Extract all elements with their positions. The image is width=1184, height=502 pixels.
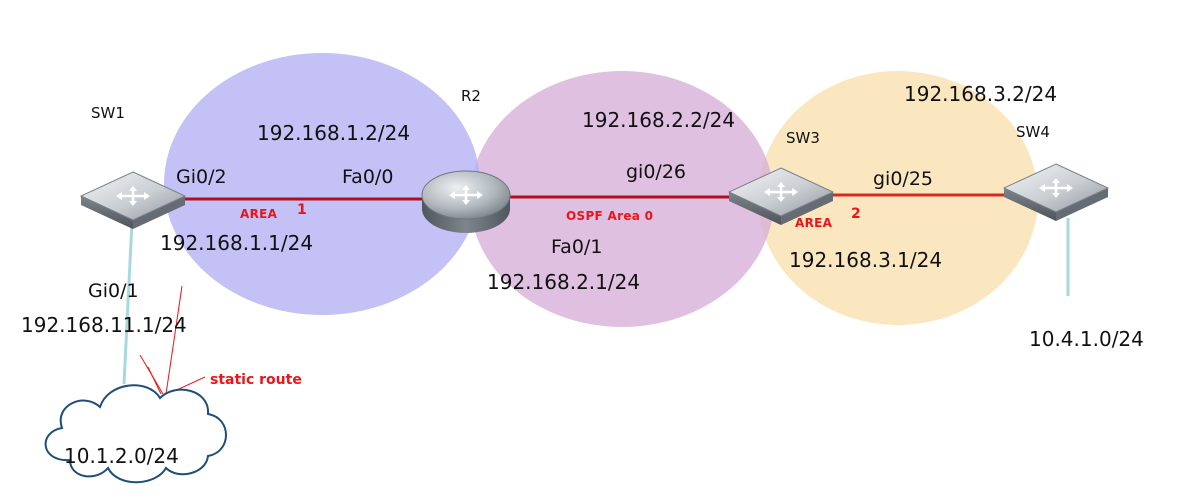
area1-label: AREA bbox=[240, 207, 278, 221]
area2-number: 2 bbox=[851, 206, 861, 222]
static-route-line bbox=[165, 285, 183, 395]
ip-label-sw3-gi0-25: 192.168.3.1/24 bbox=[789, 248, 943, 272]
switch-icon[interactable] bbox=[1002, 163, 1110, 221]
sw1-access-line bbox=[122, 221, 134, 385]
ip-label-r2-fa0-1: 192.168.2.1/24 bbox=[487, 270, 641, 294]
ip-label-sw1-gi0-1: 192.168.11.1/24 bbox=[21, 313, 187, 337]
device-label-sw4: SW4 bbox=[1016, 123, 1050, 141]
static-route-line bbox=[147, 366, 162, 395]
area2-label: AREA bbox=[795, 216, 833, 230]
network-label-sw4: 10.4.1.0/24 bbox=[1029, 327, 1144, 351]
ip-label-sw4: 192.168.3.2/24 bbox=[904, 82, 1058, 106]
area0-label: OSPF Area 0 bbox=[566, 209, 654, 223]
port-label-sw1-gi0-1: Gi0/1 bbox=[88, 280, 139, 302]
port-label-sw1-gi0-2: Gi0/2 bbox=[176, 166, 227, 188]
cloud-icon bbox=[44, 384, 227, 484]
area1-region bbox=[164, 53, 480, 315]
network-label-cloud: 10.1.2.0/24 bbox=[64, 444, 179, 468]
device-label-sw1: SW1 bbox=[91, 104, 125, 122]
port-label-r2-fa0-0: Fa0/0 bbox=[342, 166, 394, 188]
port-label-sw3-gi0-26: gi0/26 bbox=[626, 161, 687, 183]
ip-label-sw3-gi0-26: 192.168.2.2/24 bbox=[582, 108, 736, 132]
switch-icon[interactable] bbox=[727, 167, 835, 225]
port-label-sw3-gi0-25: gi0/25 bbox=[873, 168, 934, 190]
device-label-sw3: SW3 bbox=[786, 129, 820, 147]
ip-label-r2-fa0-0: 192.168.1.2/24 bbox=[257, 121, 411, 145]
switch-icon[interactable] bbox=[79, 171, 187, 229]
port-label-r2-fa0-1: Fa0/1 bbox=[551, 236, 603, 258]
area1-number: 1 bbox=[297, 202, 307, 218]
area0-region bbox=[470, 71, 774, 327]
ip-label-sw1-gi0-2: 192.168.1.1/24 bbox=[160, 231, 314, 255]
device-label-r2: R2 bbox=[461, 87, 481, 105]
static-route-label: static route bbox=[210, 372, 302, 388]
area2-region bbox=[758, 71, 1038, 325]
router-icon[interactable] bbox=[421, 170, 511, 233]
